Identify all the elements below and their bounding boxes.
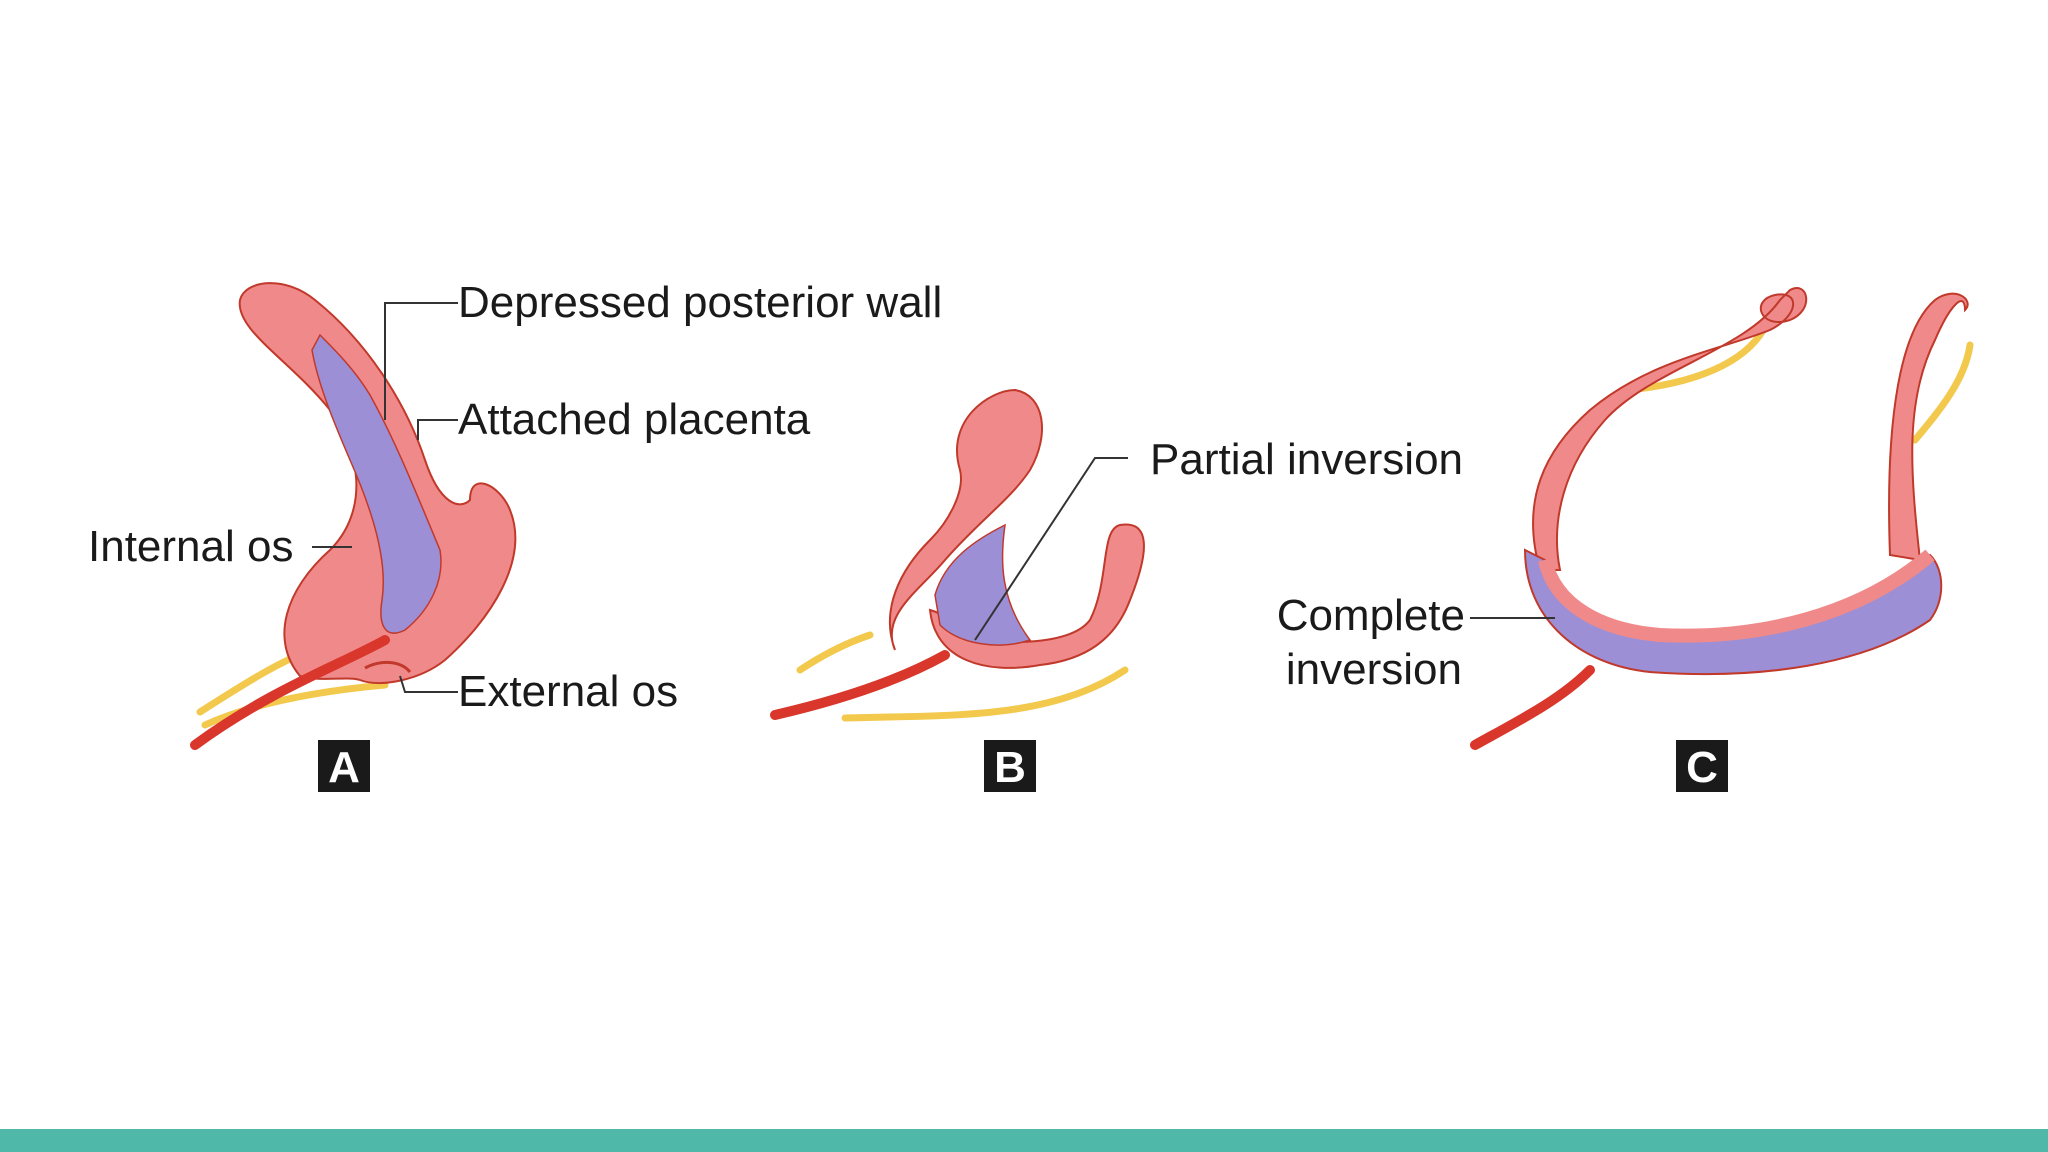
panel-c-cord bbox=[1470, 665, 1595, 750]
label-depressed-posterior-wall: Depressed posterior wall bbox=[458, 278, 942, 327]
panel-a-cord bbox=[190, 635, 390, 750]
label-internal-os: Internal os bbox=[88, 522, 293, 571]
panel-c-letter-box bbox=[1676, 740, 1728, 792]
panel-c-tube-right bbox=[1911, 341, 1974, 444]
label-attached-placenta: Attached placenta bbox=[458, 395, 811, 444]
panel-b-letter-box bbox=[984, 740, 1036, 792]
label-complete-inversion-line1: Complete bbox=[1277, 591, 1465, 640]
label-external-os: External os bbox=[458, 667, 678, 716]
panel-b-placenta bbox=[934, 523, 1032, 646]
panel-a-placenta bbox=[311, 333, 442, 634]
panel-b-letter: B bbox=[994, 743, 1026, 792]
panel-b-uterus bbox=[888, 388, 1043, 651]
panel-c-letter: C bbox=[1686, 743, 1718, 792]
panel-b-vagina bbox=[796, 631, 1129, 722]
panel-a-letter-box bbox=[318, 740, 370, 792]
panel-c-inner-wall bbox=[1538, 549, 1935, 643]
label-partial-inversion: Partial inversion bbox=[1150, 435, 1463, 484]
bottom-accent-bar bbox=[0, 1129, 2048, 1152]
panel-a-cervix bbox=[364, 661, 412, 674]
panel-c-uterus bbox=[1532, 287, 1969, 571]
panel-b-illustration bbox=[770, 388, 1145, 792]
label-complete-inversion-line2: inversion bbox=[1286, 645, 1462, 694]
panel-b-cord bbox=[770, 650, 950, 720]
panel-a-illustration bbox=[190, 282, 517, 792]
panel-a-letter: A bbox=[328, 743, 360, 792]
panel-c-illustration bbox=[1470, 287, 1974, 792]
